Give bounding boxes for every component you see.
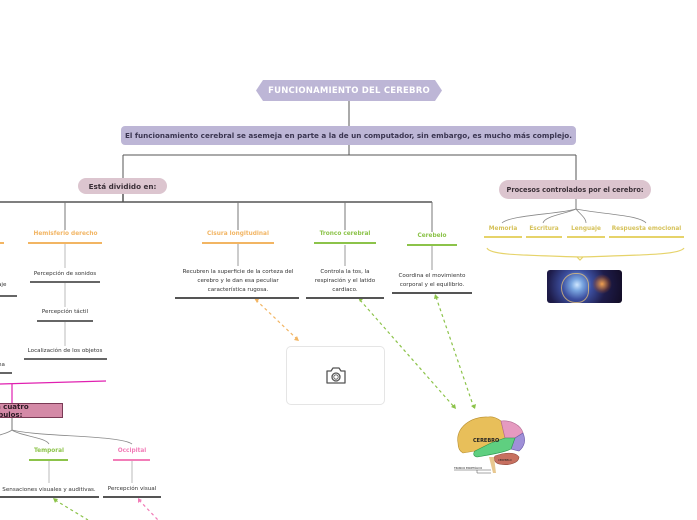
occipital-description-line	[103, 496, 161, 498]
brainstem-topic[interactable]: Tronco cerebral	[319, 231, 371, 237]
frontal-lobe-shape	[457, 416, 506, 454]
lobes-topic[interactable]: en cuatro lóbulos:	[0, 403, 63, 419]
glow-graphic	[592, 274, 612, 294]
cisura-underline	[202, 242, 274, 244]
left-hemisphere-underline	[0, 242, 4, 244]
process-item-underline	[526, 236, 562, 238]
left-hemisphere-topic[interactable]	[0, 232, 4, 244]
cerebellum-shape	[493, 452, 520, 465]
cisura-description-line	[175, 297, 299, 299]
right-hemisphere-item[interactable]: Percepción de sonidos	[33, 271, 97, 277]
right-hemisphere-topic[interactable]: Hemisferio derecho	[33, 231, 98, 237]
temporal-description[interactable]: Sensaciones visuales y auditivas.	[2, 487, 96, 493]
occipital-topic[interactable]: Occipital	[117, 448, 147, 454]
main-topic-title[interactable]: FUNCIONAMIENTO DEL CEREBRO	[256, 80, 442, 101]
temporal-lobe-shape	[473, 437, 516, 458]
process-item-underline	[484, 236, 522, 238]
temporal-description-line	[0, 496, 99, 498]
process-item-lenguaje[interactable]: Lenguaje	[571, 226, 601, 232]
right-hemisphere-item-line	[37, 320, 93, 322]
right-hemisphere-item[interactable]: Percepción táctil	[41, 309, 89, 315]
cisura-topic[interactable]: Cisura longitudinal	[207, 231, 269, 237]
right-hemisphere-item-line	[24, 358, 107, 360]
cerebellum-topic[interactable]: Cerebelo	[417, 233, 447, 239]
head-outline-graphic	[561, 273, 589, 303]
right-hemisphere-item-line	[30, 281, 100, 283]
brainstem-underline	[314, 242, 376, 244]
brain-label-cerebro: CEREBRO	[473, 438, 499, 444]
subtitle-topic[interactable]: El funcionamiento cerebral se asemeja en…	[121, 126, 576, 145]
occipital-lobe-shape	[510, 432, 525, 452]
left-hemisphere-item-2-line	[0, 372, 12, 374]
occipital-underline	[113, 459, 150, 461]
brainstem-description-line	[306, 297, 384, 299]
right-hemisphere-item[interactable]: Localización de los objetos	[27, 348, 103, 354]
divided-into-topic[interactable]: Está dividido en:	[78, 178, 167, 194]
left-hemisphere-item-1-line	[0, 295, 17, 297]
brain-label-cerebelo: CEREBELO	[498, 458, 512, 462]
left-hemisphere-item-2[interactable]: na	[0, 362, 5, 368]
occipital-description[interactable]: Percepción visual	[107, 486, 157, 492]
brainstem-shape	[489, 457, 496, 473]
brain-network-image[interactable]	[547, 270, 622, 303]
image-placeholder-card[interactable]	[286, 346, 385, 405]
left-hemisphere-item-1[interactable]: aje	[0, 282, 7, 288]
temporal-topic[interactable]: Temporal	[33, 448, 65, 454]
cisura-description[interactable]: Recubren la superficie de la corteza del…	[182, 269, 294, 293]
cerebellum-underline	[407, 244, 457, 246]
process-item-respuesta-emocional[interactable]: Respuesta emocional	[611, 226, 682, 232]
process-item-memoria[interactable]: Memoria	[488, 226, 518, 232]
process-item-underline	[609, 236, 684, 238]
brainstem-description[interactable]: Controla la tos, la respiración y el lat…	[314, 269, 376, 293]
cerebellum-description[interactable]: Coordina el movimiento corporal y el equ…	[398, 273, 466, 288]
processes-topic[interactable]: Procesos controlados por el cerebro:	[499, 180, 651, 199]
right-hemisphere-underline	[28, 242, 102, 244]
brain-label-tronco: TRONCO ENCEFÁLICO	[454, 465, 482, 470]
process-item-escritura[interactable]: Escritura	[529, 226, 559, 232]
brain-illustration[interactable]: CEREBRO CEREBELO TRONCO ENCEFÁLICO	[453, 413, 528, 475]
process-item-underline	[567, 236, 605, 238]
temporal-underline	[29, 459, 68, 461]
camera-icon	[325, 367, 346, 384]
cerebellum-description-line	[392, 292, 472, 294]
